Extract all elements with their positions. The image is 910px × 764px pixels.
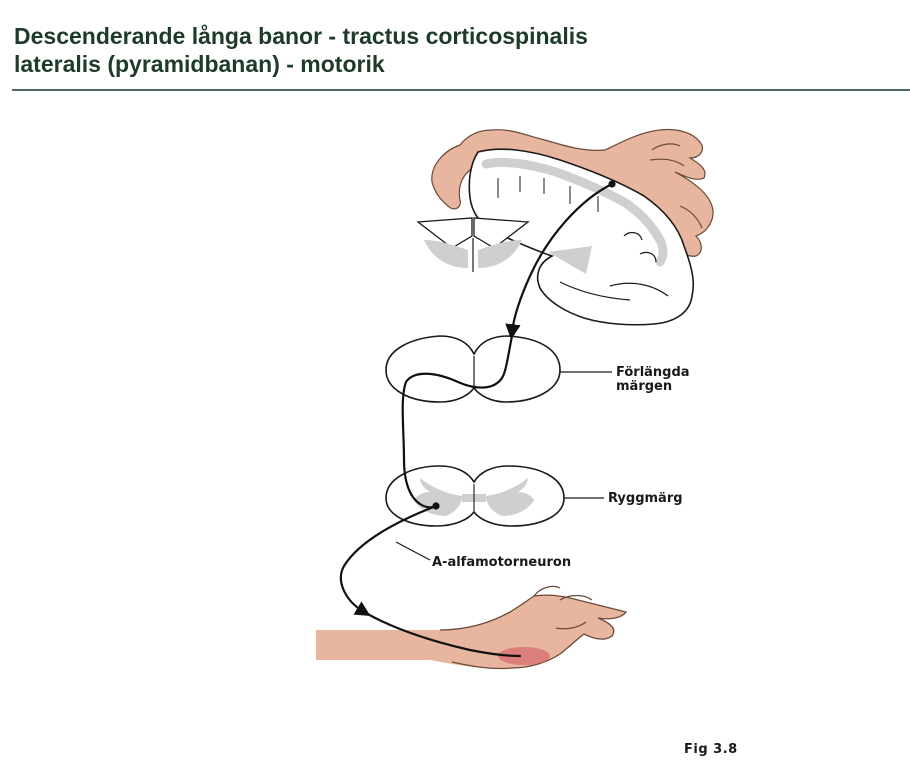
motor-neuron-soma — [432, 502, 440, 510]
medulla-label-line-1: Förlängda — [616, 365, 690, 380]
corticospinal-pathway — [339, 182, 614, 658]
title-divider — [12, 89, 910, 91]
motor-neuron-label: A-alfamotorneuron — [432, 555, 571, 570]
cortical-neuron-soma — [608, 180, 616, 188]
coronal-slice-small — [416, 217, 530, 272]
slide-title: Descenderande långa banor - tractus cort… — [14, 22, 874, 78]
forearm-and-hand — [316, 585, 628, 670]
medulla-label-line-2: märgen — [616, 379, 672, 394]
spinal-cord-label: Ryggmärg — [608, 491, 683, 506]
title-line-2: lateralis (pyramidbanan) - motorik — [14, 51, 385, 77]
muscle-highlight — [498, 647, 550, 665]
label-leader-lines — [395, 371, 612, 561]
medulla-cross-section — [385, 335, 561, 403]
title-line-1: Descenderande långa banor - tractus cort… — [14, 23, 588, 49]
figure-number: Fig 3.8 — [684, 742, 738, 757]
